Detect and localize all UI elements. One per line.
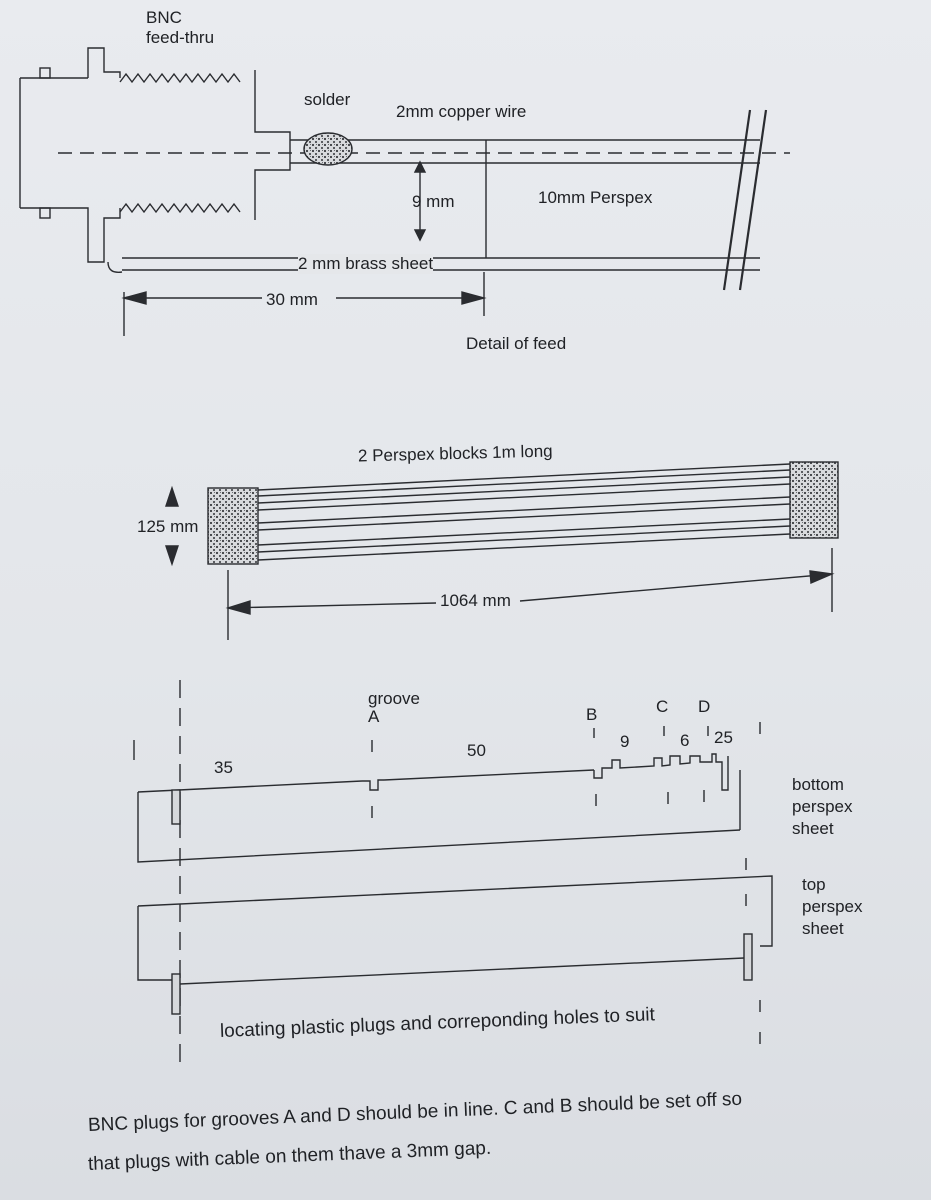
top-sheet-outline (137, 875, 773, 981)
bnc-connector-body (19, 47, 121, 263)
top-plug-right (743, 933, 753, 981)
dim-30mm-arrow-right (461, 291, 487, 305)
dim-1064mm-line-left (227, 602, 437, 609)
groove-a-notch (362, 779, 384, 791)
perspex-sheets-drawing (133, 680, 773, 1072)
brass-sheet-label: 2 mm brass sheet (298, 254, 434, 274)
dim-1064mm-label: 1064 mm (440, 591, 511, 610)
top-sheet-bottom-edge (179, 957, 745, 985)
solder-blob (303, 132, 353, 166)
groove-d-label: D (698, 697, 711, 716)
block-line-3 (257, 476, 791, 504)
block-line-1 (257, 463, 791, 491)
solder-label: solder (304, 90, 351, 109)
bnc-flange-bottom-square (39, 207, 51, 219)
top-plug-left (171, 973, 181, 1015)
dim-125mm-label: 125 mm (137, 517, 199, 536)
dim-35-label: 35 (214, 758, 233, 777)
feed-detail-caption: Detail of feed (466, 334, 567, 353)
block-line-8 (257, 525, 791, 553)
bottom-sheet-outline (137, 780, 741, 863)
feed-detail-drawing (19, 47, 790, 336)
block-line-2 (257, 469, 791, 497)
bottom-sheet-top-edge (383, 769, 595, 781)
groove-b-notch (593, 753, 729, 791)
bottom-sheet-label: bottom perspex sheet (792, 775, 853, 838)
block-line-5 (257, 496, 791, 524)
bnc-housing (254, 70, 291, 220)
dim-125mm-arrow-up (165, 485, 179, 507)
dim-1064mm-arrow-right (809, 570, 835, 585)
block-line-4 (257, 483, 791, 511)
dim-9mm-arrow-top (413, 160, 427, 173)
dim-125mm-arrow-down (165, 545, 179, 567)
top-sheet-label: top perspex sheet (802, 875, 863, 938)
gap-9mm-label: 9 mm (412, 192, 455, 211)
dim-30mm-label: 30 mm (266, 290, 318, 309)
dim-1064mm-arrow-left (225, 600, 251, 615)
groove-c-label: C (656, 697, 669, 716)
perspex-blocks-drawing (165, 461, 839, 640)
block-line-9 (257, 533, 791, 561)
block-end-right (789, 461, 839, 539)
block-end-left (207, 487, 259, 565)
bnc-feed-thru-label: BNC feed-thru (146, 8, 215, 47)
bnc-flange-top-square (39, 67, 51, 79)
dim-9mm-arrow-bottom (413, 229, 427, 242)
bottom-plug-left (171, 789, 181, 825)
dim-1064mm-line-right (519, 573, 833, 602)
dim-25-label: 25 (714, 728, 733, 747)
block-line-7 (257, 518, 791, 546)
break-mark-2 (738, 109, 768, 291)
break-mark-1 (722, 109, 752, 291)
dim-50-label: 50 (467, 741, 486, 760)
dim-9-label: 9 (620, 732, 630, 751)
dim-6-label: 6 (680, 731, 690, 750)
groove-a-label: groove A (368, 689, 420, 726)
copper-wire-label: 2mm copper wire (396, 102, 527, 121)
block-line-6 (257, 503, 791, 531)
bnc-spring-top (119, 72, 241, 84)
perspex-10mm-label: 10mm Perspex (538, 188, 653, 207)
brass-sheet-bend (107, 261, 123, 273)
groove-b-label: B (586, 705, 598, 724)
bnc-spring-bottom (119, 202, 241, 214)
dim-30mm-arrow-left (121, 291, 147, 305)
